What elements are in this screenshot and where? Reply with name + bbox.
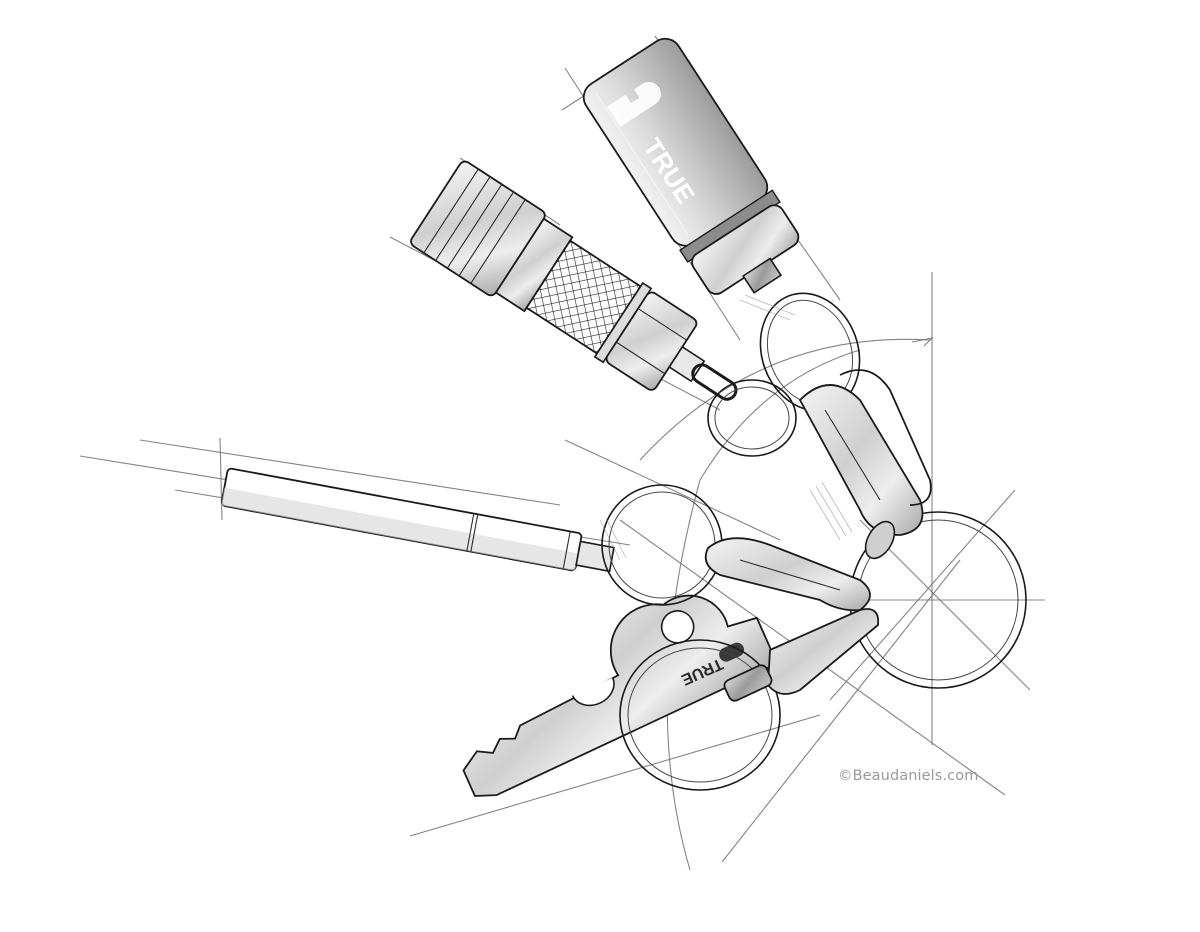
tool-pin [220,467,615,573]
capsule-container: TRUE [582,37,800,295]
copyright-watermark: ©Beaudaniels.com [838,768,979,784]
bottle-opener-key-tool: TRUE [462,594,779,797]
hatching [599,294,853,561]
mini-flashlight [410,160,738,401]
carabiner-clips [704,369,932,702]
